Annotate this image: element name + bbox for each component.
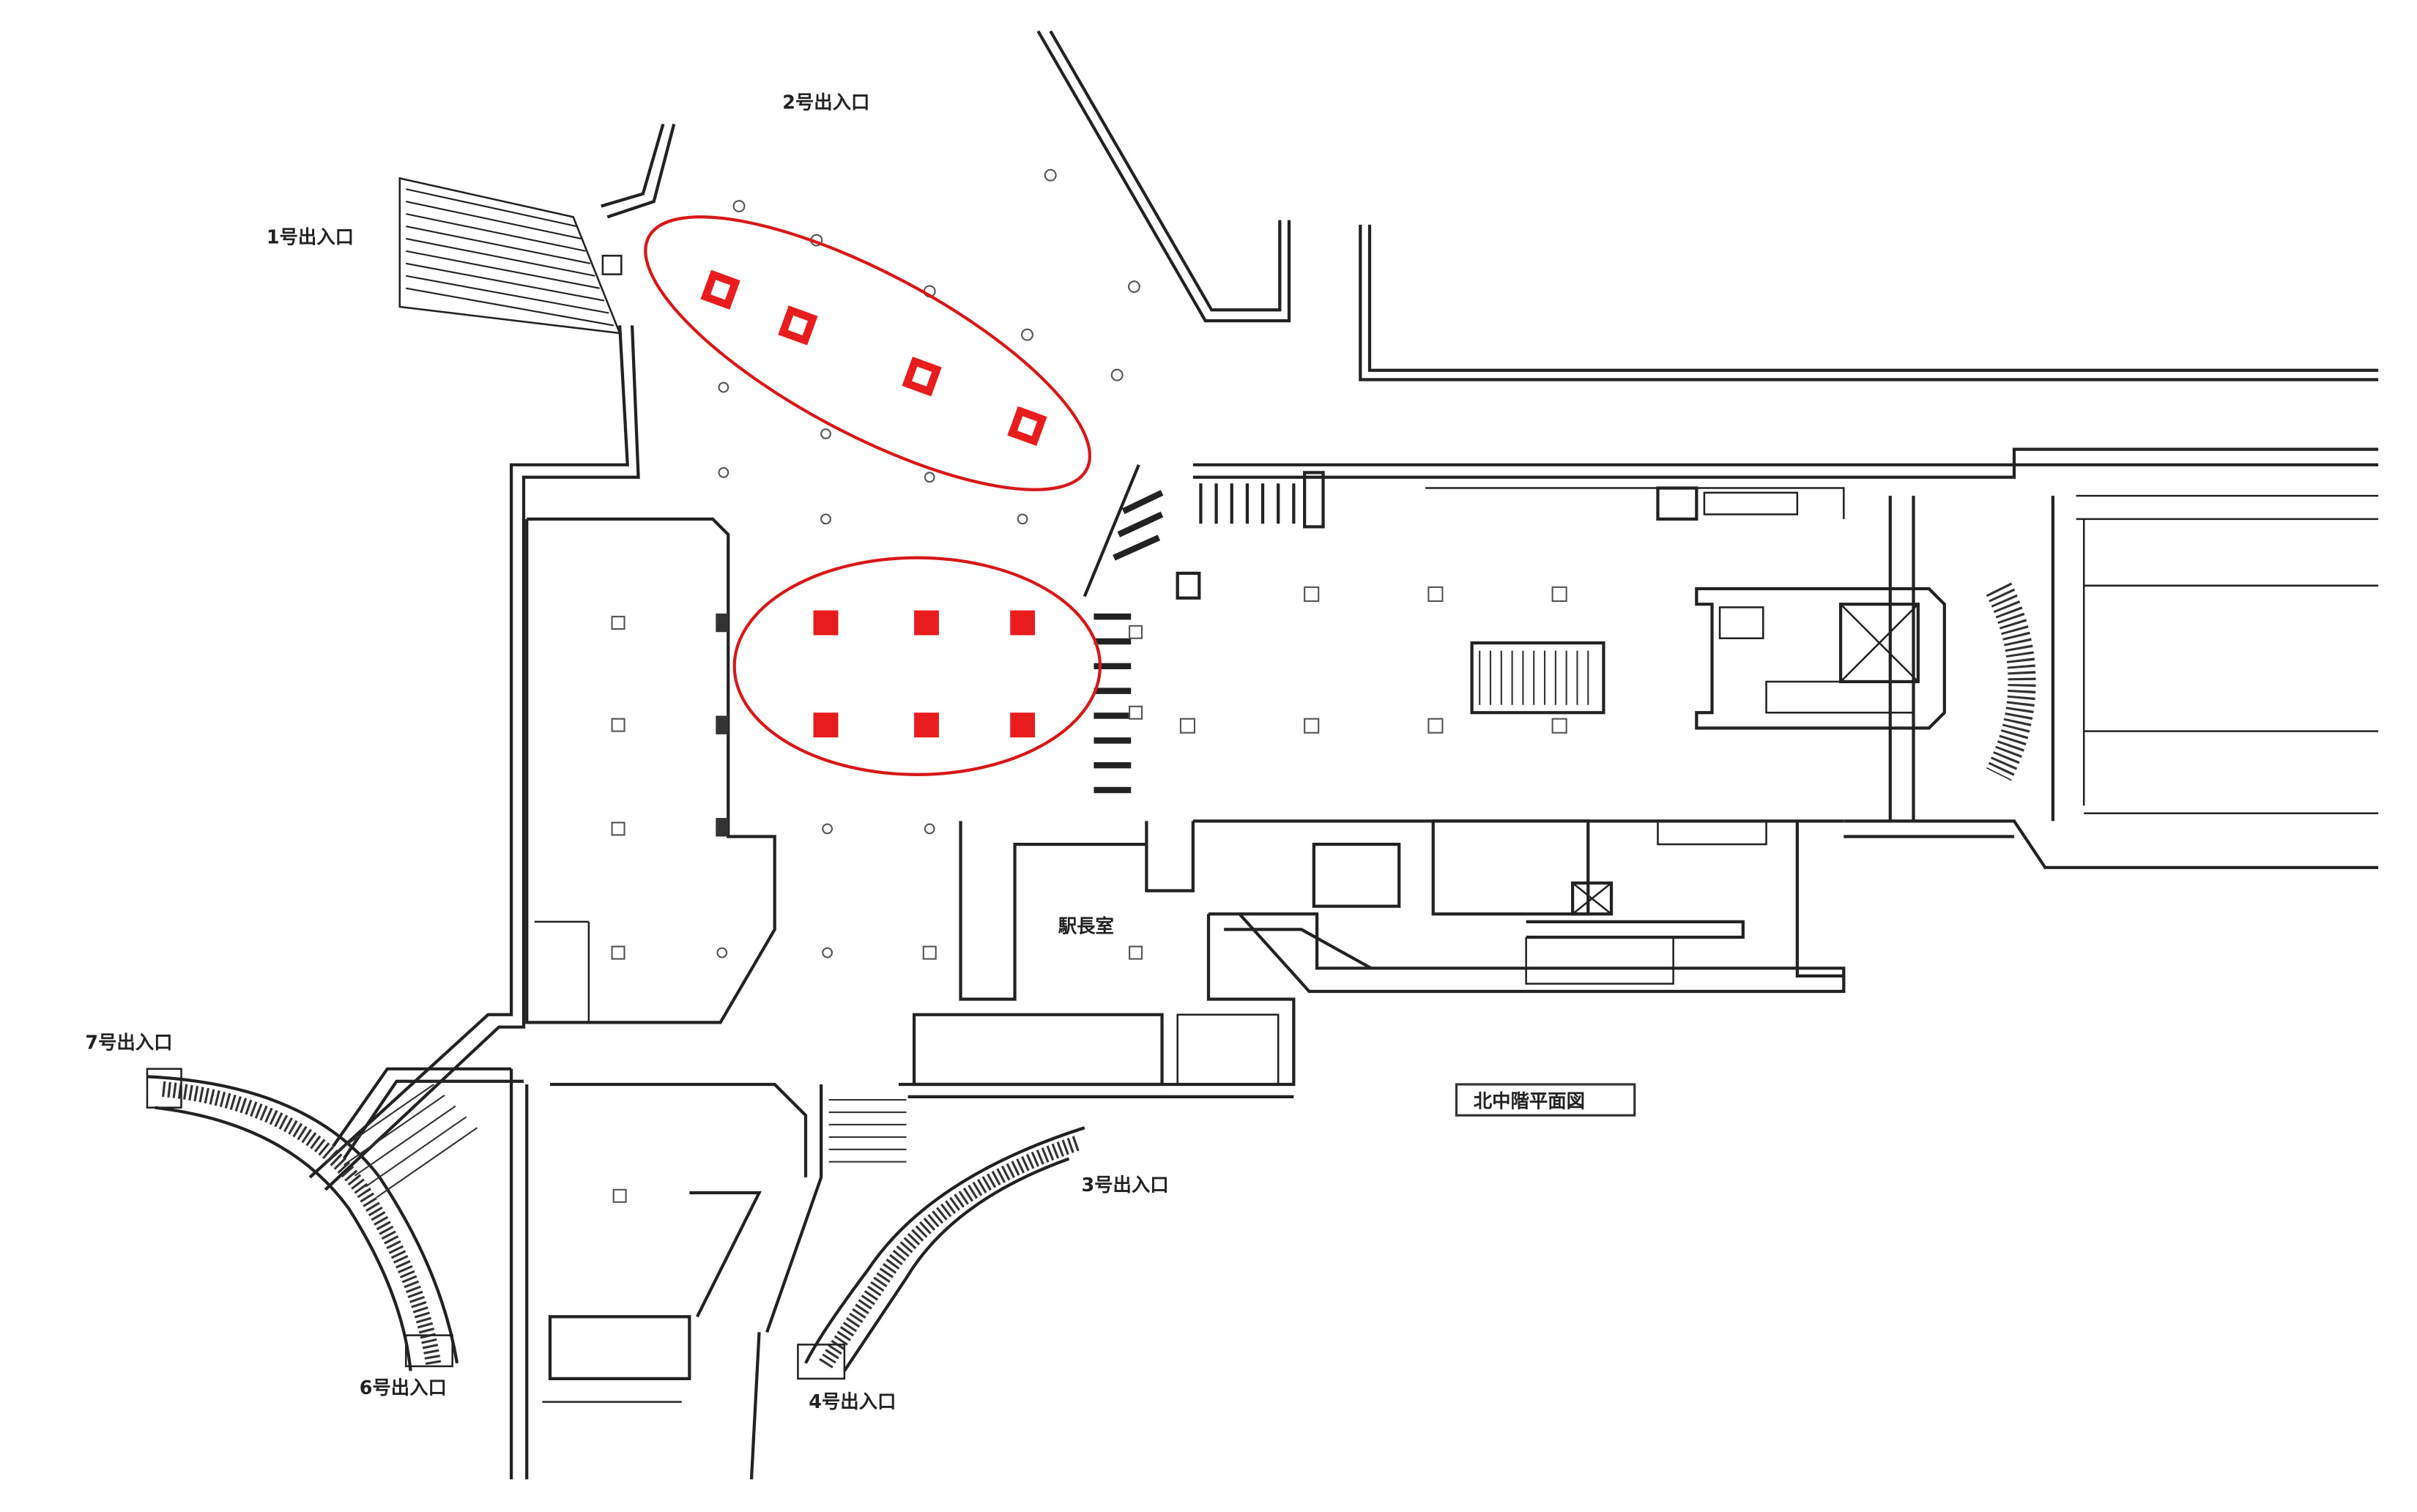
exit3-4-stairs <box>765 1084 1085 1380</box>
highlight-zone-floor[interactable] <box>732 556 1102 776</box>
highlight-zone-pillars[interactable] <box>611 165 1124 540</box>
labels: 2号出入口 1号出入口 7号出入口 6号出入口 3号出入口 4号出入口 駅長室 … <box>85 91 1636 1412</box>
floor-ad-marker[interactable] <box>1010 610 1036 636</box>
pillar-ad-marker[interactable] <box>1007 406 1047 447</box>
exit1-stairs <box>398 176 623 335</box>
exit1-label: 1号出入口 <box>267 226 354 247</box>
highlight-ellipse <box>732 556 1102 776</box>
columns <box>611 168 1567 1203</box>
title-box <box>1455 1083 1636 1117</box>
pillar-ad-marker[interactable] <box>700 269 740 310</box>
exit7-label: 7号出入口 <box>85 1031 172 1053</box>
pillar-ad-marker[interactable] <box>902 357 942 397</box>
exit6-label: 6号出入口 <box>360 1377 447 1399</box>
floor-ad-marker[interactable] <box>1010 712 1036 738</box>
station-master-room-label: 駅長室 <box>1058 915 1114 937</box>
exit7-6-stairs <box>146 1068 478 1371</box>
plan-title: 北中階平面図 <box>1474 1090 1585 1112</box>
highlight-ellipse <box>644 215 1092 491</box>
pillar-ad-marker[interactable] <box>778 305 818 346</box>
exit2-label: 2号出入口 <box>782 91 869 113</box>
floor-ad-marker[interactable] <box>914 712 939 738</box>
floor-ad-marker[interactable] <box>914 610 939 636</box>
walls <box>146 30 2379 1480</box>
floor-ad-marker[interactable] <box>813 712 839 738</box>
exit4-label: 4号出入口 <box>809 1390 896 1412</box>
floor-ad-marker[interactable] <box>813 610 839 636</box>
exit3-label: 3号出入口 <box>1082 1174 1169 1196</box>
